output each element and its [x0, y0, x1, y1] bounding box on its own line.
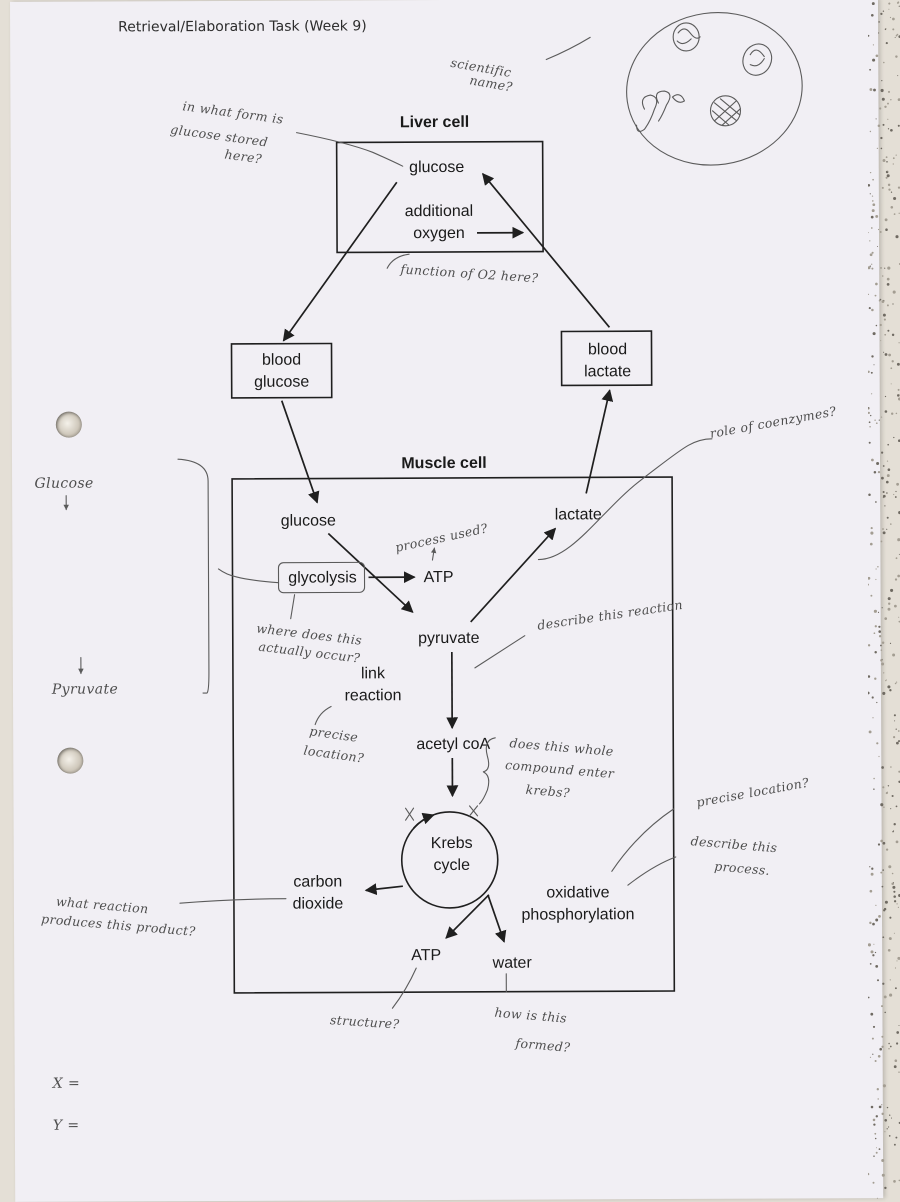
annotation-describe-reaction: describe this reaction	[536, 597, 683, 633]
arrow-to-atp-bottom	[446, 895, 489, 938]
process-used-arrow	[432, 548, 434, 560]
where-occur-leader	[291, 595, 295, 619]
annotation-precise-link-2: location?	[303, 742, 365, 765]
annotation-precise-ox: precise location?	[695, 775, 810, 810]
structure-leader	[392, 968, 416, 1008]
atp-bottom-label: ATP	[411, 947, 441, 964]
annotation-glucose-stored-2: glucose stored	[169, 121, 268, 149]
blood-lactate-line2: lactate	[584, 363, 631, 380]
blood-glucose-line1: blood	[262, 352, 301, 369]
additional-oxygen-line2: oxygen	[413, 225, 465, 242]
margin-bracket	[178, 459, 209, 693]
blood-glucose-line2: glucose	[254, 374, 309, 391]
annotation-glucose-stored-1: in what form is	[182, 98, 285, 127]
liver-cell-title: Liver cell	[400, 114, 469, 131]
role-coenzymes-leader	[538, 439, 713, 560]
oxphos-line1: oxidative	[546, 884, 609, 901]
arrow-blood-lactate-to-liver	[483, 173, 610, 328]
background-texture	[868, 0, 900, 1200]
arrow-to-water	[488, 895, 504, 942]
x-equals-label: X =	[52, 1076, 80, 1092]
precise-link-leader	[315, 706, 331, 724]
krebs-line2: cycle	[434, 857, 471, 874]
arrow-krebs-to-co2	[366, 886, 403, 890]
annotation-describe-process-2: process.	[714, 858, 771, 878]
scientific-name-leader	[546, 37, 590, 59]
co2-line1: carbon	[293, 873, 342, 890]
additional-oxygen-line1: additional	[405, 203, 474, 220]
annotation-precise-link-1: precise	[309, 723, 360, 744]
acetyl-coa-label: acetyl coA	[416, 736, 490, 753]
annotation-what-reaction-2: produces this product?	[41, 911, 197, 939]
respiration-diagram: Liver cell glucose additional oxygen blo…	[10, 0, 883, 1202]
annotation-describe-process-1: describe this	[690, 833, 778, 855]
annotation-how-formed-2: formed?	[514, 1035, 571, 1055]
cell-sketch	[616, 1, 812, 177]
annotation-glucose-stored-3: here?	[224, 146, 263, 166]
annotation-process-used: process used?	[394, 520, 490, 555]
link-reaction-line2: reaction	[345, 687, 402, 704]
arrow-liver-to-blood-glucose	[283, 182, 398, 340]
pyruvate-label: pyruvate	[418, 630, 480, 647]
worksheet-page: Retrieval/Elaboration Task (Week 9) Live…	[10, 0, 883, 1202]
annotation-how-formed-1: how is this	[494, 1005, 568, 1026]
describe-process-leader	[628, 857, 676, 885]
annotation-whole-compound-3: krebs?	[525, 782, 571, 801]
annotation-whole-compound-2: compound enter	[505, 757, 616, 781]
what-reaction-leader	[180, 899, 286, 903]
arrow-blood-glucose-to-muscle	[282, 401, 317, 503]
describe-reaction-leader	[475, 636, 525, 668]
liver-glucose-label: glucose	[409, 159, 464, 176]
water-label: water	[492, 955, 533, 972]
oxphos-line2: phosphorylation	[521, 906, 634, 923]
link-reaction-line1: link	[361, 665, 386, 682]
lactate-label: lactate	[555, 506, 602, 523]
co2-line2: dioxide	[293, 895, 344, 912]
arrow-pyruvate-to-lactate	[470, 529, 555, 622]
glycolysis-leader	[218, 569, 278, 583]
annotation-structure: structure?	[330, 1012, 400, 1032]
muscle-glucose-label: glucose	[281, 512, 336, 529]
margin-glucose: Glucose	[34, 476, 93, 492]
krebs-line1: Krebs	[431, 835, 473, 852]
blood-lactate-line1: blood	[588, 341, 627, 358]
muscle-cell-title: Muscle cell	[401, 455, 486, 472]
glucose-stored-leader	[297, 132, 403, 166]
annotation-function-o2: function of O2 here?	[399, 261, 539, 285]
y-equals-label: Y =	[53, 1118, 80, 1134]
margin-pyruvate: Pyruvate	[51, 681, 118, 697]
krebs-direction-arrow	[414, 815, 434, 828]
annotation-role-coenzymes: role of coenzymes?	[709, 403, 838, 441]
annotation-whole-compound-1: does this whole	[509, 735, 614, 759]
atp-top-label: ATP	[424, 569, 454, 586]
glycolysis-label: glycolysis	[288, 569, 357, 586]
